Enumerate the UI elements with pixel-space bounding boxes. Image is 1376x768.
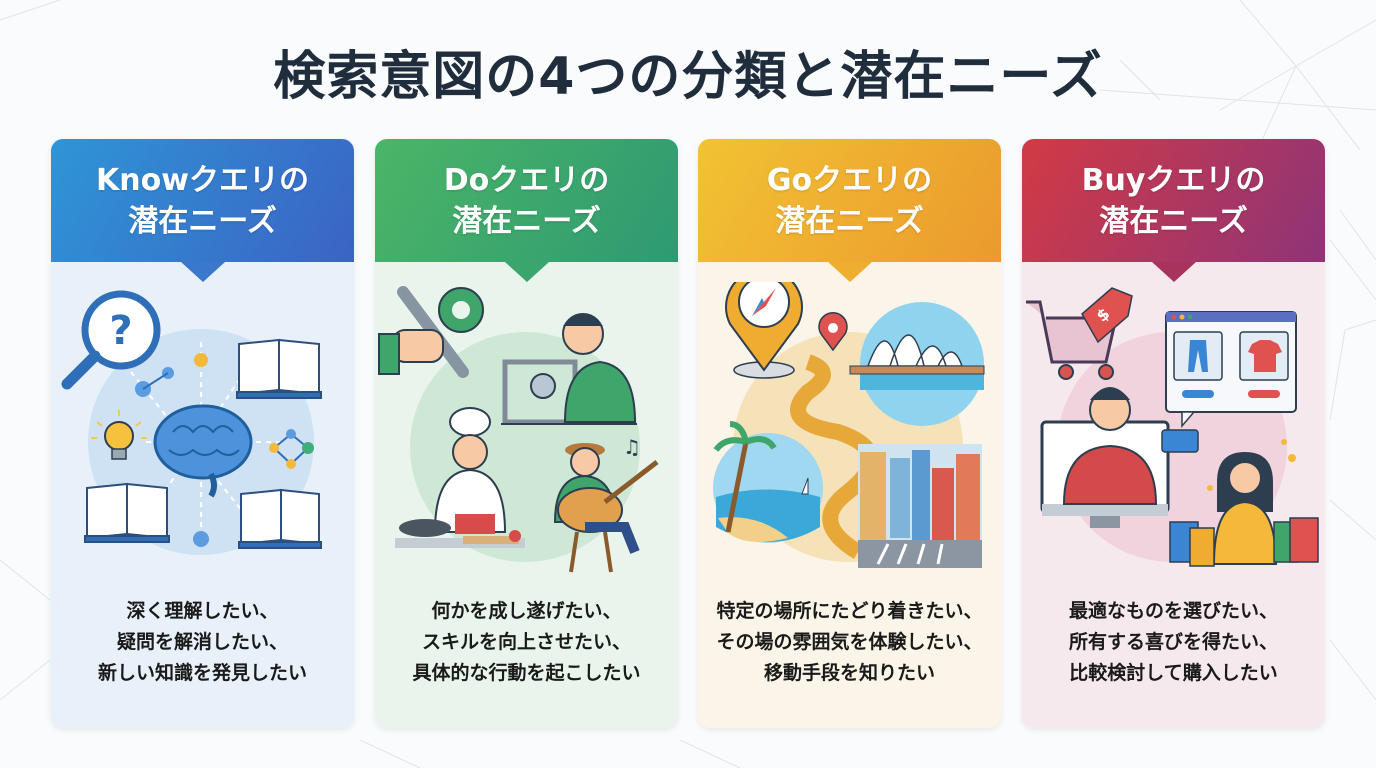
opera-house-icon [849,302,985,426]
map-pin-compass-icon [725,282,803,379]
beach-icon [713,421,823,543]
card-do: Doクエリの 潜在ニーズ [375,139,678,728]
travel-destination-illustration [713,282,985,568]
desc-line: 所有する喜びを得たい、 [1068,631,1278,653]
card-body-do: ♫ 何かを成し遂げたい、 スキルを向上させたい、 具体的な行動を起こしたい [375,262,678,728]
shopping-cart-icon: $ [1026,287,1133,380]
desc-line: 移動手段を知りたい [763,662,935,684]
desc-line: スキルを向上させたい、 [421,631,631,653]
card-body-buy: $ [1022,262,1325,728]
desc-line: 比較検討して購入したい [1069,662,1278,684]
lightbulb-icon [91,410,147,460]
card-title-line2: 潜在ニーズ [452,203,601,239]
location-pin-icon [818,312,848,352]
pointer-arrow-icon [1151,262,1196,282]
card-know: Knowクエリの 潜在ニーズ ? [51,139,354,728]
engineer-person-icon [501,313,637,425]
card-header-buy: Buyクエリの 潜在ニーズ [1022,139,1325,282]
card-description-buy: 最適なものを選びたい、 所有する喜びを得たい、 比較検討して購入したい [1022,596,1325,689]
card-header-do: Doクエリの 潜在ニーズ [375,139,678,282]
gear-icon [438,287,484,333]
book-icon [238,488,322,549]
desc-line: 最適なものを選びたい、 [1068,600,1278,622]
book-icon [236,338,322,399]
card-title-line1: Goクエリの [766,162,933,198]
card-go: Goクエリの 潜在ニーズ [698,139,1001,728]
card-title-line1: Buyクエリの [1081,162,1266,198]
price-tag-icon: $ [1081,287,1133,344]
card-title-line2: 潜在ニーズ [1099,203,1248,239]
magnifier-question-icon: ? [61,290,161,390]
desc-line: 疑問を解消したい、 [116,631,288,653]
desc-line: 新しい知識を発見したい [97,662,307,684]
card-title-line1: Doクエリの [443,162,610,198]
svg-text:?: ? [109,308,132,354]
card-description-know: 深く理解したい、 疑問を解消したい、 新しい知識を発見したい [51,596,354,689]
page-title: 検索意図の4つの分類と潜在ニーズ [273,47,1103,107]
pointer-arrow-icon [180,262,225,282]
city-street-icon [858,444,982,568]
desc-line: 何かを成し遂げたい、 [431,600,622,622]
card-title-line2: 潜在ニーズ [128,203,277,239]
card-title-line2: 潜在ニーズ [775,203,924,239]
desc-line: 具体的な行動を起こしたい [412,662,641,684]
card-body-go: 特定の場所にたどり着きたい、 その場の雰囲気を体験したい、 移動手段を知りたい [698,262,1001,728]
guitarist-icon: ♫ [553,435,659,573]
action-skills-illustration: ♫ [378,286,659,573]
card-title-line1: Knowクエリの [96,162,309,198]
desc-line: 深く理解したい、 [126,600,279,622]
card-header-go: Goクエリの 潜在ニーズ [698,139,1001,282]
woman-with-bags-icon [1169,439,1319,567]
card-buy: Buyクエリの 潜在ニーズ $ [1022,139,1325,728]
brain-knowledge-illustration: ? [61,290,322,555]
chef-cooking-icon [395,407,525,548]
wrench-hand-icon [378,286,469,378]
card-header-know: Knowクエリの 潜在ニーズ [51,139,354,282]
desc-line: その場の雰囲気を体験したい、 [716,631,983,653]
man-with-card-monitor-icon [1040,387,1199,528]
card-body-know: ? [51,262,354,728]
card-description-do: 何かを成し遂げたい、 スキルを向上させたい、 具体的な行動を起こしたい [375,596,678,689]
pointer-arrow-icon [827,262,872,282]
pointer-arrow-icon [504,262,549,282]
product-compare-window-icon [1165,311,1297,429]
svg-text:♫: ♫ [623,435,641,459]
book-icon [84,482,170,543]
credit-card-icon [1161,429,1199,453]
brain-icon [153,404,253,498]
online-shopping-illustration: $ [1026,287,1319,567]
card-description-go: 特定の場所にたどり着きたい、 その場の雰囲気を体験したい、 移動手段を知りたい [698,596,1001,689]
desc-line: 特定の場所にたどり着きたい、 [716,600,983,622]
